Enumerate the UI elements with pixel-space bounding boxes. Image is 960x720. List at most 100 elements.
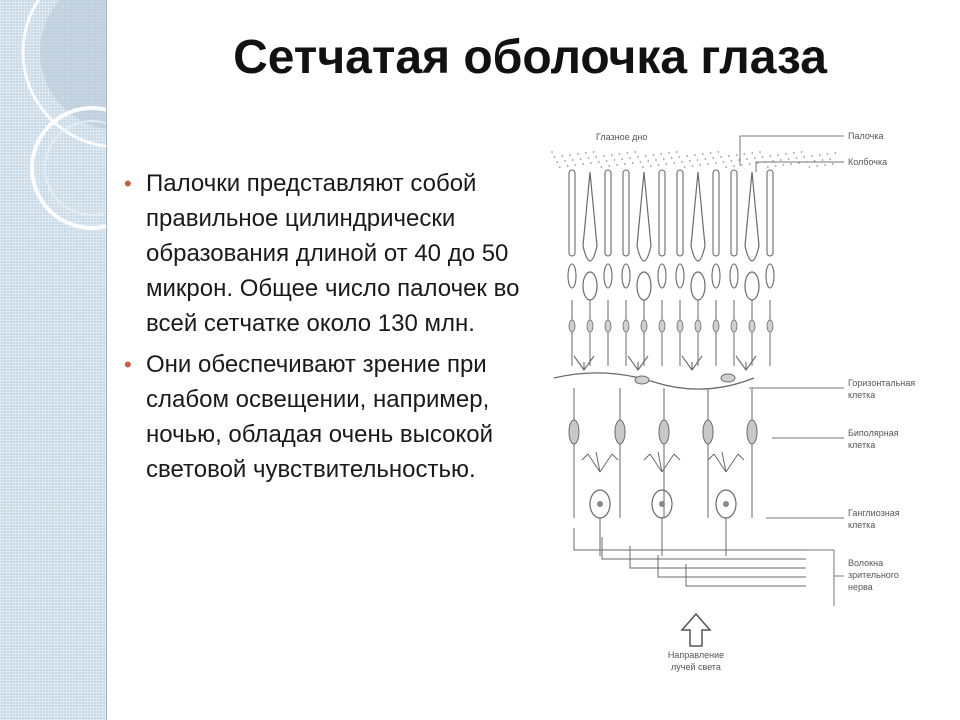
optic-nerve-fiber <box>657 555 806 578</box>
pigment-dot <box>582 163 585 165</box>
pigment-dot <box>779 159 782 161</box>
pigment-dot <box>787 158 790 160</box>
bipolar-cell-body <box>702 419 714 445</box>
pigment-dot <box>605 160 608 162</box>
pigment-dot <box>558 166 561 168</box>
pigment-dot <box>683 166 686 168</box>
pigment-dot <box>642 166 644 168</box>
synapse-terminal <box>735 355 757 371</box>
pigment-dot <box>831 163 834 165</box>
optic-fibers-label-line2: зрительного <box>848 570 899 580</box>
pigment-dot <box>808 166 811 168</box>
horizontal-cell-label-line2: клетка <box>848 390 875 400</box>
optic-nerve-fiber <box>629 546 806 569</box>
retina-diagram: Глазное дно Палочка Колбочка Горизонталь… <box>551 131 915 672</box>
pigment-dot <box>571 159 574 161</box>
pigment-dot <box>691 165 694 167</box>
pigment-dot <box>577 153 579 155</box>
pigment-dot <box>829 158 832 160</box>
rod-outer-segment <box>712 169 720 257</box>
pigment-dot <box>556 161 559 163</box>
ganglion-dendrites <box>581 451 619 473</box>
pigment-dot <box>766 166 769 168</box>
bipolar-cell-label-line1: Биполярная <box>848 428 899 438</box>
cone-outer-segment <box>744 171 760 262</box>
rod-inner-segment <box>657 263 667 289</box>
receptor-nucleus <box>640 319 648 333</box>
rod-outer-segment <box>604 169 612 257</box>
pigment-dot <box>798 162 800 164</box>
pigment-dot <box>795 157 798 159</box>
pigment-dot <box>636 156 639 158</box>
decorative-side-band <box>0 0 107 720</box>
pigment-dot <box>678 156 681 158</box>
pigment-dot <box>761 156 764 158</box>
pigment-dot <box>709 152 712 154</box>
pigment-dot <box>694 154 696 156</box>
horizontal-cell-label-line1: Горизонтальная <box>848 378 915 388</box>
optic-nerve-fiber <box>601 537 806 560</box>
pigment-dot <box>748 163 751 165</box>
label-leader-lines <box>739 135 844 606</box>
cone-inner-segment <box>690 271 706 301</box>
optic-fibers-label-line1: Волокна <box>848 558 883 568</box>
synapse-terminal <box>573 355 595 371</box>
pigment-dot <box>592 151 595 153</box>
pigment-dot <box>811 155 813 157</box>
receptor-nucleus <box>694 319 702 333</box>
pigment-dot <box>774 165 777 167</box>
receptor-nucleus <box>748 319 756 333</box>
pigment-dot <box>564 160 566 162</box>
rod-outer-segment <box>568 169 576 257</box>
slide-title: Сетчатая оболочка глаза <box>233 31 827 84</box>
pigment-dot <box>655 159 657 161</box>
pigment-dot <box>821 159 824 161</box>
rod-outer-segment <box>622 169 630 257</box>
synapse-terminal <box>681 355 703 371</box>
pigment-dot <box>660 153 663 155</box>
receptor-nucleus <box>676 319 684 333</box>
pigment-dot <box>756 162 759 164</box>
horizontal-cell-process <box>553 372 755 390</box>
cone-outer-segment <box>690 171 706 262</box>
pigment-dot <box>772 160 774 162</box>
pigment-dot <box>600 166 603 168</box>
pigment-dot <box>616 164 618 166</box>
pigment-dot <box>712 157 715 159</box>
pigment-dot <box>800 151 803 153</box>
pigment-dot <box>631 162 634 164</box>
pigment-dot <box>618 153 621 155</box>
receptor-nucleus <box>766 319 774 333</box>
rod-inner-segment <box>675 263 685 289</box>
ganglion-dendrites <box>643 451 681 473</box>
pigment-dot <box>699 164 702 166</box>
pigment-dot <box>553 156 556 158</box>
optic-nerve-fiber <box>573 528 806 551</box>
pigment-dot <box>665 163 668 165</box>
bipolar-cell-body <box>614 419 626 445</box>
pigment-dot <box>662 158 665 160</box>
horizontal-cell-body <box>634 375 650 385</box>
pigment-dot <box>584 152 587 154</box>
pigment-dot <box>743 153 746 155</box>
pigment-dot <box>727 155 730 157</box>
pigment-dot <box>668 152 670 154</box>
rod-inner-segment <box>711 263 721 289</box>
receptor-nucleus <box>568 319 576 333</box>
pigment-dot <box>717 151 720 153</box>
receptor-nucleus <box>712 319 720 333</box>
pigment-dot <box>714 162 717 164</box>
pigment-dot <box>769 155 772 157</box>
pigment-dot <box>595 156 598 158</box>
ganglion-cell-nucleus <box>597 501 603 507</box>
pigment-dot <box>701 153 704 155</box>
bipolar-cell-body <box>658 419 670 445</box>
horizontal-cell-body <box>720 373 736 383</box>
cone-label: Колбочка <box>848 157 887 167</box>
bullet-dot-icon: • <box>124 171 132 196</box>
receptor-nucleus <box>730 319 738 333</box>
pigment-dot <box>686 155 689 157</box>
receptor-nucleus <box>586 319 594 333</box>
pigment-dot <box>621 158 624 160</box>
pigment-dot <box>730 160 733 162</box>
